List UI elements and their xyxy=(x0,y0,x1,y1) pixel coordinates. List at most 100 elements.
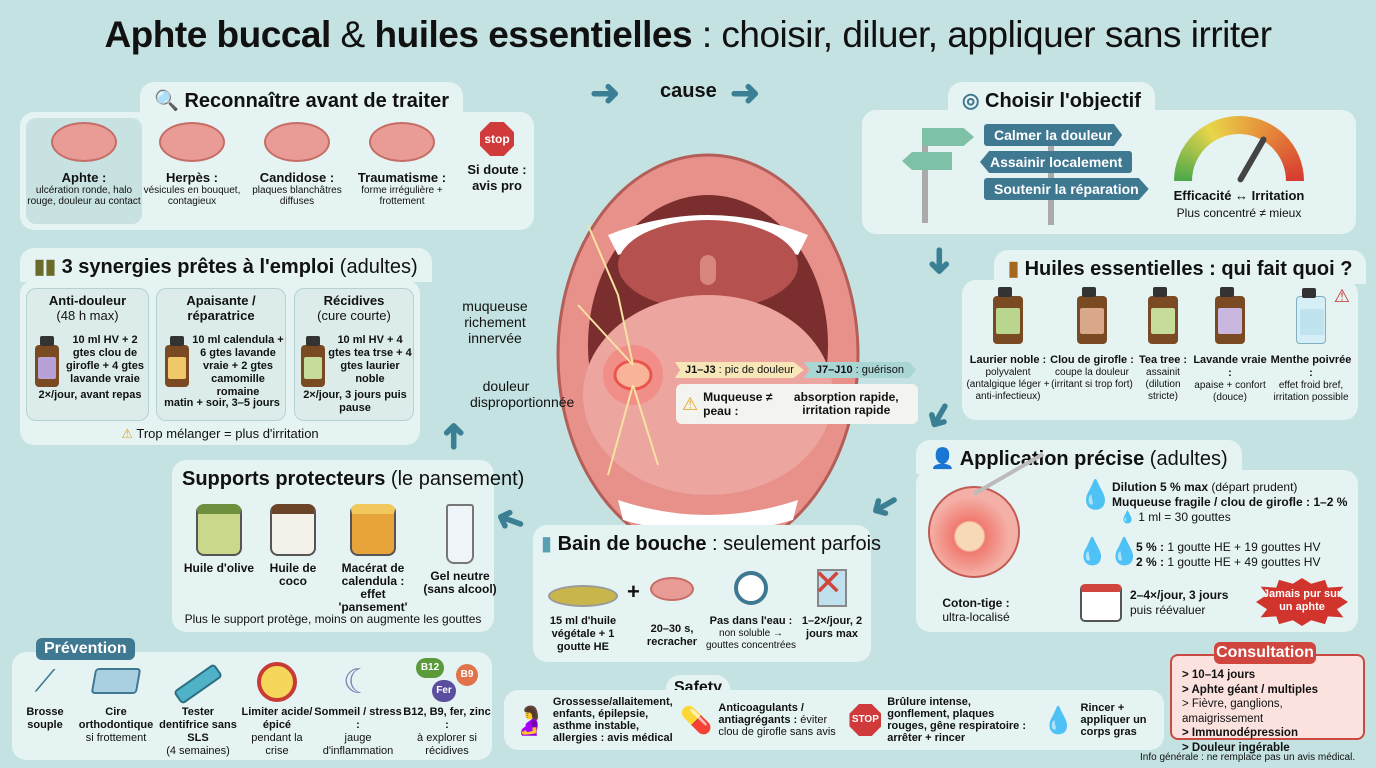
prevention-item: Tester dentifrice sans SLS (4 semaines) xyxy=(156,658,240,758)
oil-desc: effet froid bref, irritation possible xyxy=(1273,380,1349,403)
supports-title: Supports protecteurs (le pansement) xyxy=(182,468,524,491)
timeline-text: : guérison xyxy=(852,364,904,376)
bottle-icon xyxy=(301,336,325,387)
mouthwash-step-text: Pas dans l'eau : xyxy=(709,615,793,627)
synergy-usage: 2×/jour, 3 jours puis pause xyxy=(303,389,407,414)
recognize-items: Aphte : ulcération ronde, halo rouge, do… xyxy=(26,122,452,207)
signpost-icon xyxy=(922,128,928,223)
ratio-bold: 2 % : xyxy=(1136,555,1165,569)
support-name: Huile de coco xyxy=(269,561,317,588)
oil-item: Clou de girofle : coupe la douleur (irri… xyxy=(1050,287,1134,404)
oil-item: ⚠ Menthe poivrée : effet froid bref, irr… xyxy=(1268,286,1354,404)
recognize-item: Herpès : vésicules en bouquet, contagieu… xyxy=(142,122,242,207)
recognize-desc: plaques blanchâtres diffuses xyxy=(252,185,342,207)
mouthwash-title: ▮ Bain de bouche : seulement parfois xyxy=(541,531,881,556)
oil-drop-icon: 💧 xyxy=(1042,704,1075,735)
oil-desc: coupe la douleur (irritant si trop fort) xyxy=(1051,367,1133,390)
lips-icon xyxy=(159,122,225,162)
synergy-name: Récidives xyxy=(323,293,385,308)
drop-pair-icon: 💧💧 xyxy=(1076,536,1141,566)
synergy-usage: 2×/jour, avant repas xyxy=(38,389,142,401)
safety-bold: Anticoagulants / antiagrégants : xyxy=(718,702,804,726)
magnifier-icon: 🔍 xyxy=(154,90,179,112)
support-name: Huile d'olive xyxy=(183,561,255,575)
swab-caption: Coton-tige :ultra-localisé xyxy=(926,596,1026,624)
synergies-warning-text: Trop mélanger = plus d'irritation xyxy=(136,426,319,441)
supports-items: Huile d'olive Huile de coco Macérat de c… xyxy=(182,504,500,614)
stopwatch-icon xyxy=(734,571,768,605)
synergies-title: ▮▮ 3 synergies prêtes à l'emploi (adulte… xyxy=(20,248,432,282)
moon-sleep-icon: ☾ xyxy=(342,663,374,701)
warning-icon: ⚠ xyxy=(121,426,133,441)
lavender-bottle-icon xyxy=(1215,287,1245,344)
bottle-icon: ▮ xyxy=(541,533,553,555)
prevention-text: (4 semaines) xyxy=(166,745,230,757)
frequency-bold: 2–4×/jour, 3 jours xyxy=(1130,588,1229,602)
oil-item: Tea tree : assainit (dilution stricte) xyxy=(1134,287,1192,404)
prevention-bold: Limiter acide/épicé xyxy=(241,706,313,731)
oil-name: Menthe poivrée : xyxy=(1270,354,1352,379)
mouthwash-step: 15 ml d'huile végétale + 1 goutte HE xyxy=(539,565,627,654)
supports-title-text: Supports protecteurs xyxy=(182,468,386,490)
cycle-arrow-icon: ➜ xyxy=(590,72,621,113)
title-part: huiles essentielles xyxy=(374,14,693,55)
drop-icon: 💧 xyxy=(1078,479,1113,510)
consultation-item: > Douleur ingérable xyxy=(1182,741,1290,754)
recognize-panel: Aphte : ulcération ronde, halo rouge, do… xyxy=(20,112,534,230)
gauge-note: Plus concentré ≠ mieux xyxy=(1176,206,1302,220)
oil-desc: polyvalent (antalgique léger + anti-infe… xyxy=(966,367,1050,402)
recognize-item: Traumatisme : forme irrégulière + frotte… xyxy=(352,122,452,207)
prevention-text: pendant la crise xyxy=(251,732,303,757)
prevention-item: ⟋ Brosse souple xyxy=(14,658,76,758)
warning-icon: ⚠ xyxy=(682,393,699,414)
support-name: Gel neutre (sans alcool) xyxy=(423,569,497,596)
safety-panel: 🤰 Grossesse/allaitement, enfants, épilep… xyxy=(504,690,1164,750)
safety-text: Rincer + appliquer un corps gras xyxy=(1080,702,1147,738)
synergies-title-text: 3 synergies prêtes à l'emploi xyxy=(61,256,335,278)
prevention-text: jauge d'inflammation xyxy=(322,732,394,757)
objective-sign-repair: Soutenir la réparation xyxy=(984,178,1149,200)
swab-bold: Coton-tige : xyxy=(942,596,1010,610)
calendula-jar-icon xyxy=(350,504,396,556)
frequency-info: 2–4×/jour, 3 jours puis réévaluer xyxy=(1130,588,1228,618)
target-icon: ◎ xyxy=(962,90,980,112)
application-title-text: Application précise xyxy=(959,448,1145,470)
synergy-recipe: 10 ml HV + 4 gtes tea trse + 4 gtes laur… xyxy=(328,334,412,385)
prevention-item: ☾ Sommeil / stress : jauge d'inflammatio… xyxy=(314,658,402,758)
safety-item: Anticoagulants / antiagrégants : éviter … xyxy=(718,702,843,738)
cause-label: cause xyxy=(660,80,717,102)
mouthwash-title-suffix: : seulement parfois xyxy=(712,533,882,555)
title-part: : choisir, diluer, appliquer sans irrite… xyxy=(692,14,1272,55)
oil-name: Laurier noble : xyxy=(969,354,1047,366)
prevention-panel: ⟋ Brosse souple Cire orthodontique si fr… xyxy=(12,652,492,760)
mouthwash-step-text: 15 ml d'huile végétale + 1 goutte HE xyxy=(549,615,617,653)
stop-sign-icon: STOP xyxy=(849,704,882,736)
small-drop-icon: 💧 xyxy=(1120,510,1135,524)
dilution-info: Dilution 5 % max (départ prudent) Muqueu… xyxy=(1112,480,1352,525)
safety-text: Grossesse/allaitement, enfants, épilepsi… xyxy=(552,696,673,744)
oils-panel: Laurier noble : polyvalent (antalgique l… xyxy=(962,280,1358,420)
timeline-label: J1–J3 xyxy=(685,364,716,376)
mouthwash-step: Pas dans l'eau : non soluble → gouttes c… xyxy=(703,565,799,652)
consultation-item: > Fièvre, ganglions, amaigrissement xyxy=(1182,698,1283,725)
vitamin-b9-badge: B9 xyxy=(456,664,478,686)
recognize-title-text: Reconnaître avant de traiter xyxy=(184,90,449,112)
consultation-item: > 10–14 jours xyxy=(1182,669,1256,681)
cycle-arrow-icon: ➜ xyxy=(432,420,474,452)
signpost-arrow-icon xyxy=(902,152,952,170)
objective-sign-sanitize: Assainir localement xyxy=(980,151,1133,173)
ratio-text: 1 goutte HE + 49 gouttes HV xyxy=(1164,555,1321,569)
objective-panel: Calmer la douleur Assainir localement So… xyxy=(862,110,1356,234)
oil-desc: apaise + confort (douce) xyxy=(1194,380,1266,403)
consultation-box: > 10–14 jours > Aphte géant / multiples … xyxy=(1170,654,1365,754)
oils-title: ▮ Huiles essentielles : qui fait quoi ? xyxy=(994,250,1367,284)
mouthwash-step-subtext: non soluble → gouttes concentrées xyxy=(705,628,797,651)
mouthwash-panel: ▮ Bain de bouche : seulement parfois 15 … xyxy=(533,525,881,662)
prevention-bold: Sommeil / stress : xyxy=(314,706,402,731)
support-item: Huile de coco xyxy=(260,504,326,614)
orthodontic-wax-icon xyxy=(90,668,142,694)
recognize-desc: forme irrégulière + frottement xyxy=(361,185,443,207)
pill-blood-icon: 💊 xyxy=(680,704,713,735)
synergy-usage: matin + soir, 3–5 jours xyxy=(164,397,280,409)
recognize-desc: vésicules en bouquet, contagieux xyxy=(143,185,241,207)
